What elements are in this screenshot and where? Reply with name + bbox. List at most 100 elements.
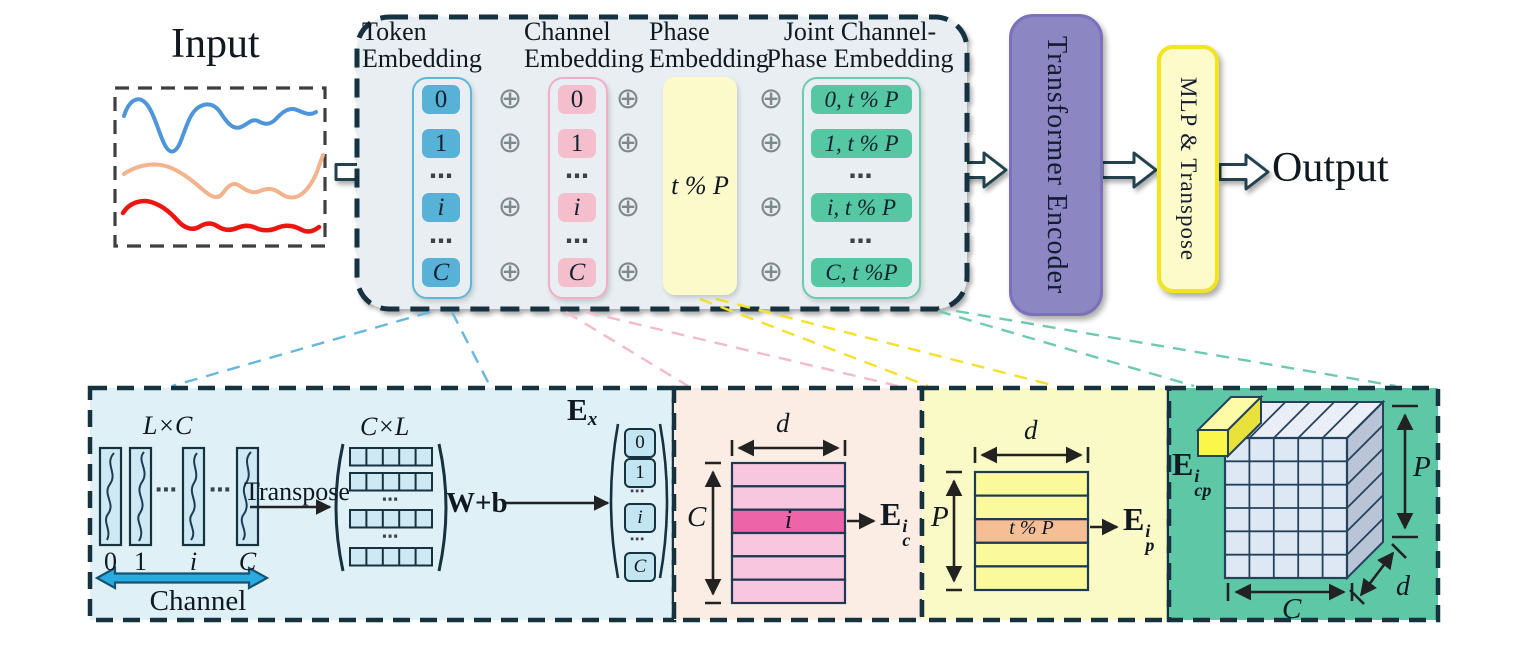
weights-label: W+b xyxy=(446,487,508,519)
ex-cell-C: C xyxy=(624,552,656,582)
matrix-cell-dividers xyxy=(365,448,417,566)
channel-embedding-column: 0 1 ⋯ i ⋯ C xyxy=(548,77,608,299)
mlp-transpose-label: MLP & Transpose xyxy=(1176,76,1201,262)
phase-embedding-matrix xyxy=(945,446,1119,592)
channel-height-label: C xyxy=(687,501,707,533)
ec-sup: i xyxy=(902,516,908,536)
channel-axis-label: Channel xyxy=(149,585,247,617)
plus-icon: ⊕ xyxy=(615,254,641,288)
plus-icon: ⊕ xyxy=(497,81,523,115)
joint-title-line2: Phase Embedding xyxy=(766,44,954,74)
token-cell-1: 1 xyxy=(422,129,460,158)
matrix-ellipsis: ⋯ xyxy=(381,490,401,510)
connector-phase-right xyxy=(715,297,1057,388)
channel-title-line2: Embedding xyxy=(524,44,644,74)
token-embedding-column: 0 1 ⋯ i ⋯ C xyxy=(412,77,472,299)
arrow-mlp-to-output xyxy=(1218,153,1270,191)
plus-icon: ⊕ xyxy=(615,81,641,115)
ecp-base: E xyxy=(1172,446,1194,482)
token-title-line1: Token xyxy=(362,17,427,46)
input-waveforms xyxy=(120,97,325,234)
plus-icon: ⊕ xyxy=(497,125,523,159)
channel-ellipsis: ⋯ xyxy=(565,162,591,190)
token-title-line2: Embedding xyxy=(362,44,482,74)
connector-token-right xyxy=(450,311,492,387)
channel-cell-0: 0 xyxy=(558,85,596,114)
ex-ellipsis: ⋯ xyxy=(629,530,647,548)
ecp-sub: cp xyxy=(1194,480,1212,500)
ex-cell-1: 1 xyxy=(624,458,656,488)
phase-matrix-dimensions xyxy=(945,446,1090,592)
channel-title-line1: Channel xyxy=(524,17,611,46)
token-ellipsis: ⋯ xyxy=(429,162,455,190)
yellow-row xyxy=(973,541,1090,568)
ep-sub: p xyxy=(1145,535,1155,555)
phase-height-label: P xyxy=(931,501,949,533)
matrix-row xyxy=(349,447,433,467)
ec-sub: c xyxy=(902,530,911,550)
wave-blue-icon xyxy=(122,97,318,154)
ep-base: E xyxy=(1123,501,1145,537)
cube-grid-lines xyxy=(1225,401,1384,578)
phase-value: t % P xyxy=(671,171,729,200)
connector-token-left xyxy=(171,310,431,388)
left-paren-icon xyxy=(334,443,345,572)
strip-label-C: C xyxy=(238,547,257,576)
transformer-encoder-box: Transformer Encoder xyxy=(1009,14,1103,316)
ex-left-paren-icon xyxy=(609,423,620,579)
phase-embedding-title: Phase Embedding xyxy=(649,18,769,73)
connector-joint-left xyxy=(937,309,1195,388)
joint-embedding-cube xyxy=(1195,394,1418,605)
joint-cell-i: i, t % P xyxy=(811,193,912,222)
connector-joint-right xyxy=(955,309,1397,388)
plus-icon: ⊕ xyxy=(758,125,784,159)
yellow-row xyxy=(973,494,1090,521)
strip-label-i: i xyxy=(189,547,198,576)
joint-height-label: P xyxy=(1413,451,1431,483)
channel-axis-arrow-icon xyxy=(94,566,270,590)
plus-icon: ⊕ xyxy=(497,254,523,288)
selected-vector-bar xyxy=(1195,394,1264,459)
channel-ellipsis: ⋯ xyxy=(565,227,591,255)
connector-channel-left xyxy=(565,310,689,388)
joint-width-label: C xyxy=(1282,593,1302,625)
plus-icon: ⊕ xyxy=(758,81,784,115)
channel-embedding-matrix xyxy=(704,439,876,605)
matrix-row xyxy=(349,509,433,529)
lxc-dims-label: L×C xyxy=(143,411,193,440)
joint-ellipsis: ⋯ xyxy=(848,162,875,190)
wave-red-icon xyxy=(120,198,322,234)
matrix-row xyxy=(349,472,433,492)
joint-depth-label: d xyxy=(1396,571,1410,602)
yellow-row xyxy=(973,470,1090,497)
ex-ellipsis: ⋯ xyxy=(629,482,647,500)
cube-dimensions xyxy=(1226,404,1418,605)
token-cell-C: C xyxy=(422,258,460,287)
phase-highlight-row-label: t % P xyxy=(1009,517,1054,539)
joint-ellipsis: ⋯ xyxy=(848,227,875,255)
strip-ellipsis: ⋯ xyxy=(209,478,233,503)
channel-embedding-title: Channel Embedding xyxy=(524,18,644,73)
strip-ellipsis: ⋯ xyxy=(155,478,179,503)
matrix-ellipsis: ⋯ xyxy=(381,527,401,547)
ec-base: E xyxy=(880,496,902,532)
wave-peach-icon xyxy=(122,153,325,200)
mlp-transpose-box: MLP & Transpose xyxy=(1157,45,1219,293)
ex-cell-0: 0 xyxy=(624,428,656,458)
cxl-matrix xyxy=(334,443,448,572)
phase-title-line2: Embedding xyxy=(649,44,769,74)
plus-icon: ⊕ xyxy=(497,189,523,223)
yellow-row xyxy=(973,565,1090,592)
channel-strips xyxy=(94,446,270,590)
ep-sup: i xyxy=(1145,521,1151,541)
ex-cell-i: i xyxy=(624,503,656,533)
phase-title-line1: Phase xyxy=(649,17,710,46)
cxl-dims-label: C×L xyxy=(360,412,410,441)
plus-icon: ⊕ xyxy=(615,189,641,223)
